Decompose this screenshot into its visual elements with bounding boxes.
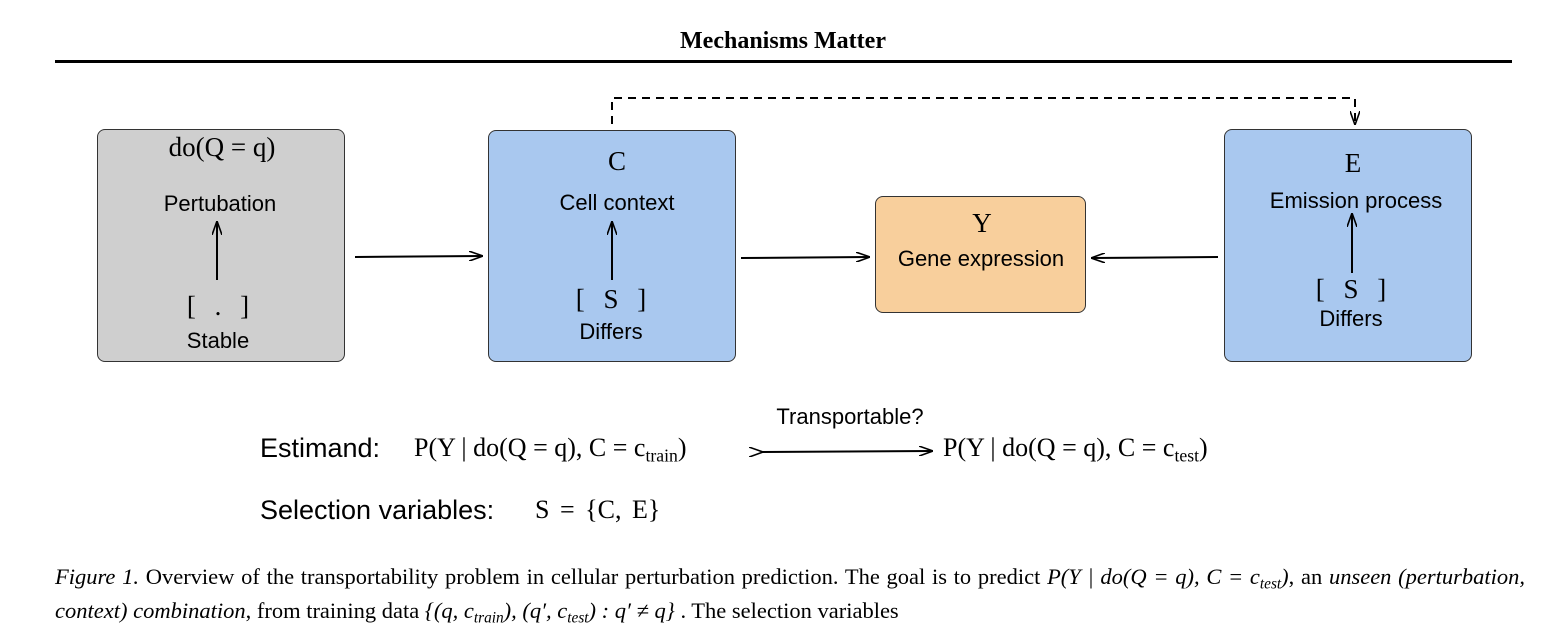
header-rule xyxy=(55,60,1512,63)
c-to-y-arrow xyxy=(740,257,869,258)
perturbation-node xyxy=(97,129,345,362)
gene-expression-node xyxy=(875,196,1086,313)
cell-context-selection: [ S ] xyxy=(575,284,647,314)
selection-variables-label: Selection variables: xyxy=(260,495,495,525)
emission-label: Emission process xyxy=(1269,188,1443,213)
transport-double-arrow xyxy=(762,451,932,452)
c-to-e-dashed-arrow xyxy=(611,97,1355,124)
emission-node xyxy=(1224,129,1472,362)
perturbation-selection: [ . ] xyxy=(186,291,250,321)
running-title: Mechanisms Matter xyxy=(680,28,886,54)
estimand-left-expr: P(Y | do(Q = q), C = ctrain) xyxy=(414,433,687,466)
caption-math-2: {(q, ctrain), (q′, ctest) : q′ ≠ q} xyxy=(424,598,675,627)
estimand-left-subscript: train xyxy=(645,445,678,466)
cell-context-symbol: C xyxy=(607,146,627,176)
e-to-y-arrow xyxy=(1092,257,1219,258)
caption-emphasis: unseen (perturbation, context) combinati… xyxy=(55,564,1526,623)
estimand-right-expr: P(Y | do(Q = q), C = ctest) xyxy=(943,433,1208,466)
gene-expression-symbol: Y xyxy=(972,208,992,238)
cell-context-status: Differs xyxy=(579,319,643,344)
perturbation-label: Pertubation xyxy=(163,191,277,216)
caption-math-1: P(Y | do(Q = q), C = ctest) xyxy=(1047,564,1289,593)
emission-selection: [ S ] xyxy=(1315,274,1387,304)
gene-expression-label: Gene expression xyxy=(897,246,1065,271)
perturbation-status: Stable xyxy=(186,328,250,353)
caption-figure-label: Figure 1. xyxy=(55,564,139,589)
emission-status: Differs xyxy=(1319,306,1383,331)
q-to-c-arrow xyxy=(354,256,482,257)
cell-context-label: Cell context xyxy=(559,190,675,215)
emission-symbol: E xyxy=(1344,148,1362,178)
estimand-label: Estimand: xyxy=(260,433,381,463)
transport-label: Transportable? xyxy=(776,404,924,429)
perturbation-symbol: do(Q = q) xyxy=(168,132,276,162)
selection-variables-expr: S = {C, E} xyxy=(535,495,661,524)
figure-caption: Figure 1. Overview of the transportabili… xyxy=(55,564,1526,627)
estimand-right-subscript: test xyxy=(1174,445,1199,466)
